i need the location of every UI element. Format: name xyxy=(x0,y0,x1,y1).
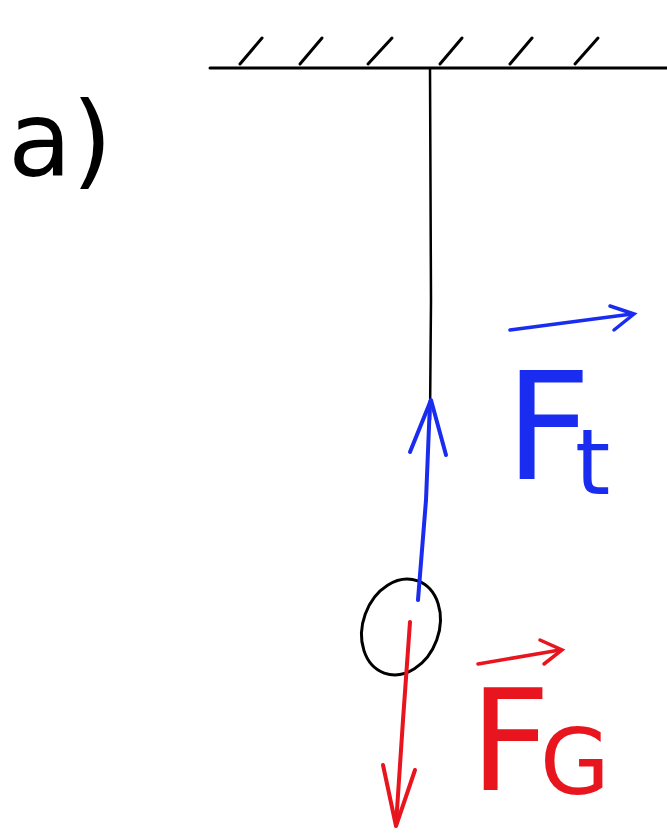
ball xyxy=(349,568,454,686)
label-holder: t xyxy=(575,418,610,508)
force-subscript: t xyxy=(575,418,610,508)
label-holder: G xyxy=(540,718,610,808)
vector-arrow xyxy=(478,640,562,664)
tension-arrow xyxy=(410,400,446,600)
force-symbol: F xyxy=(470,672,551,812)
vector-arrow xyxy=(510,306,634,330)
label-holder: F xyxy=(470,672,551,812)
force-subscript: G xyxy=(540,718,610,808)
label-holder: a) xyxy=(8,88,112,192)
gravity-arrow xyxy=(383,622,415,826)
ceiling xyxy=(210,38,667,68)
part-label: a) xyxy=(8,88,112,192)
string xyxy=(430,68,431,420)
